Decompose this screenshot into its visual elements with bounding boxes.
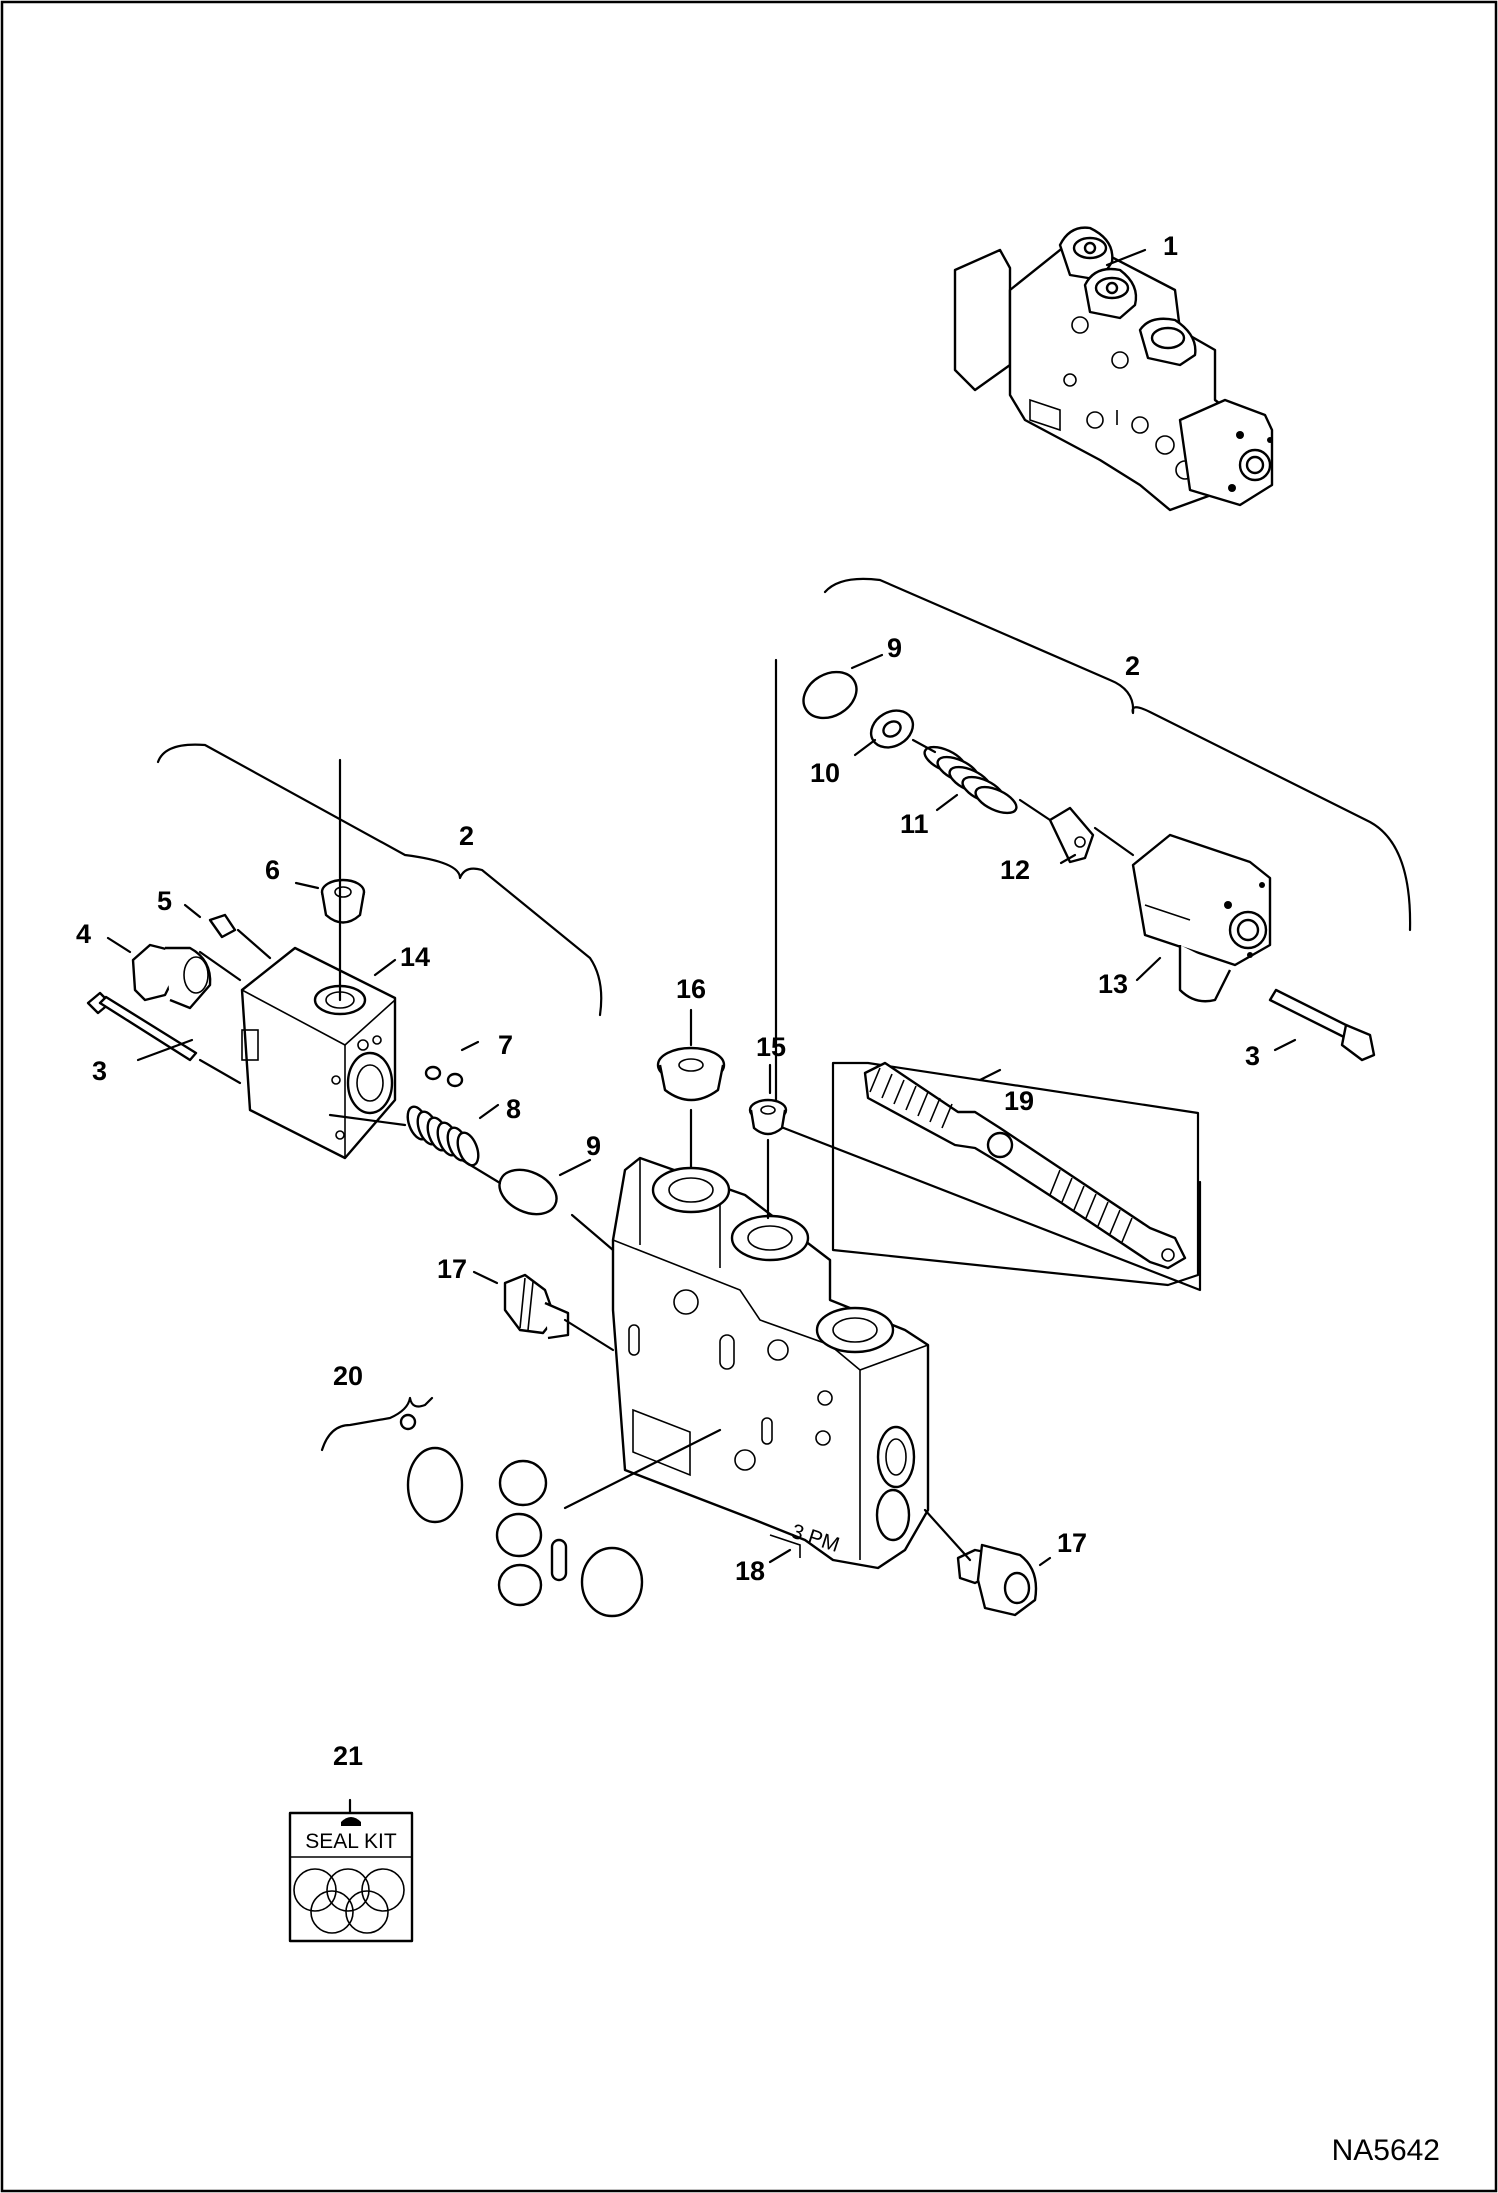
callout-2-upper: 2	[1125, 651, 1140, 681]
callout-17-right: 17	[1057, 1528, 1087, 1558]
leader-lines	[106, 248, 1297, 1830]
callout-5: 5	[157, 886, 172, 916]
upper-kit-bracket	[823, 577, 1412, 932]
callout-8: 8	[506, 1094, 521, 1124]
plug-6	[320, 878, 366, 924]
seal-kit-label: SEAL KIT	[305, 1830, 397, 1853]
callout-13: 13	[1098, 969, 1128, 999]
plug-4	[131, 943, 212, 1010]
spring-8	[406, 1105, 480, 1167]
backup-washer-10	[869, 709, 915, 749]
valve-section-assembly	[953, 226, 1274, 512]
o-ring-9-mid	[498, 1168, 558, 1216]
callout-17-left: 17	[437, 1254, 467, 1284]
callout-7: 7	[498, 1030, 513, 1060]
callout-9-mid: 9	[586, 1131, 601, 1161]
callout-11: 11	[900, 809, 929, 839]
callout-3-right: 3	[1245, 1041, 1260, 1071]
plug-17-right	[956, 1543, 1038, 1617]
callout-3-left: 3	[92, 1056, 107, 1086]
o-ring-9-upper	[802, 670, 858, 720]
callout-14: 14	[400, 942, 430, 972]
cap-screw-3-right	[1268, 988, 1376, 1062]
callout-9-upper: 9	[887, 633, 902, 663]
valve-housing-18: 3 PM	[611, 1156, 930, 1570]
seal-bracket-20	[320, 1396, 434, 1452]
callout-16: 16	[676, 974, 706, 1004]
cap-screw-3-left	[86, 991, 198, 1062]
callout-19: 19	[1004, 1086, 1034, 1116]
callout-21: 21	[333, 1741, 363, 1771]
spool-19	[863, 1061, 1187, 1270]
spool-outline	[831, 1061, 1200, 1287]
callout-1: 1	[1163, 231, 1178, 261]
seal-kit-21: SEAL KIT	[288, 1811, 414, 1943]
upper-kit-outline	[774, 658, 1202, 1292]
callout-20: 20	[333, 1361, 363, 1391]
callout-15: 15	[756, 1032, 786, 1062]
callout-6: 6	[265, 855, 280, 885]
figure-id: NA5642	[1332, 2134, 1440, 2167]
callout-2-left: 2	[459, 821, 474, 851]
plug-17-left	[503, 1273, 570, 1340]
spring-11	[923, 745, 1018, 815]
callout-12: 12	[1000, 855, 1030, 885]
left-kit-bracket	[156, 743, 603, 1017]
callout-18: 18	[735, 1556, 765, 1586]
cartridge-block-14	[240, 946, 397, 1160]
relief-housing-13	[1131, 833, 1272, 1003]
callout-10: 10	[810, 758, 840, 788]
seals-20	[399, 1413, 644, 1618]
callout-4: 4	[76, 919, 91, 949]
seals-7	[424, 1065, 464, 1088]
pin-5	[208, 913, 237, 939]
callout-labels: 1 2 2 3 3 4 5 6 7 8 9 9 10 11 12 13 14 1…	[76, 231, 1260, 1771]
plug-15	[748, 1098, 788, 1136]
plug-16	[656, 1046, 726, 1102]
poppet-12	[1048, 806, 1095, 864]
